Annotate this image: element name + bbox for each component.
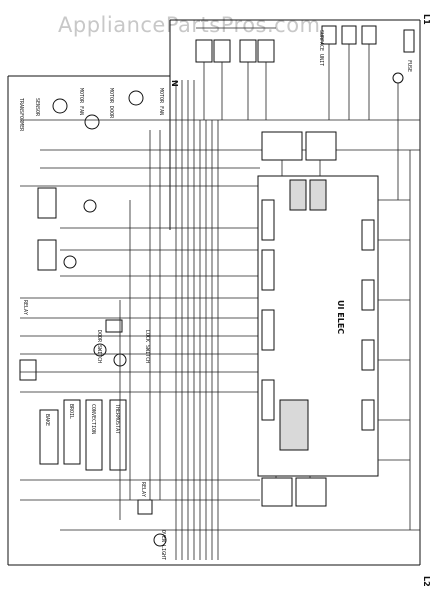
lower-right-modules [261,476,327,507]
lock-switch-label: LOCK SWITCH [144,330,150,363]
motor-fan-2-label: MOTOR FAN [158,88,164,115]
main-control-board: UI ELEC [257,175,379,477]
upper-right-modules [261,131,337,176]
thermostat-label: THERMOSTAT [114,404,120,434]
broil-label: BROIL [68,404,74,419]
watermark-text: AppliancePartsPros.com [58,13,321,37]
power-rails [7,19,421,566]
left-components [19,187,153,515]
motors [52,90,167,547]
motor-door-label: MOTOR DOOR [108,88,114,119]
relay-2-label: RELAY [140,482,146,497]
left-label-area: TRANSFORMER SENSOR MOTOR FAN MOTOR DOOR … [18,88,164,132]
fuse-label: FUSE [406,60,412,72]
right-wires [378,150,411,530]
oven-light-label: OVEN LIGHT [160,530,166,560]
harness-horizontal-wires [20,119,420,531]
surface-unit-label: SURFACE UNIT [318,30,324,66]
main-board-label: UI ELEC [336,300,345,334]
motor-fan-label: MOTOR FAN [78,88,84,115]
terminal-n-label: N [170,80,179,87]
bake-label: BAKE [44,414,50,426]
top-relay-block [195,27,276,120]
top-right-switches [321,25,415,200]
relay-label: RELAY [22,300,28,315]
sensor-label: SENSOR [34,98,40,117]
convection-label: CONVECTION [90,404,96,434]
bottom-labels: BAKE BROIL CONVECTION THERMOSTAT RELAY R… [22,30,412,560]
terminal-l2-label: L2 [422,576,431,587]
door-switch-label: DOOR SWITCH [96,330,102,363]
terminal-l1-label: L1 [422,14,431,25]
harness-vertical-wires [119,80,219,560]
transformer-label: TRANSFORMER [18,98,24,132]
